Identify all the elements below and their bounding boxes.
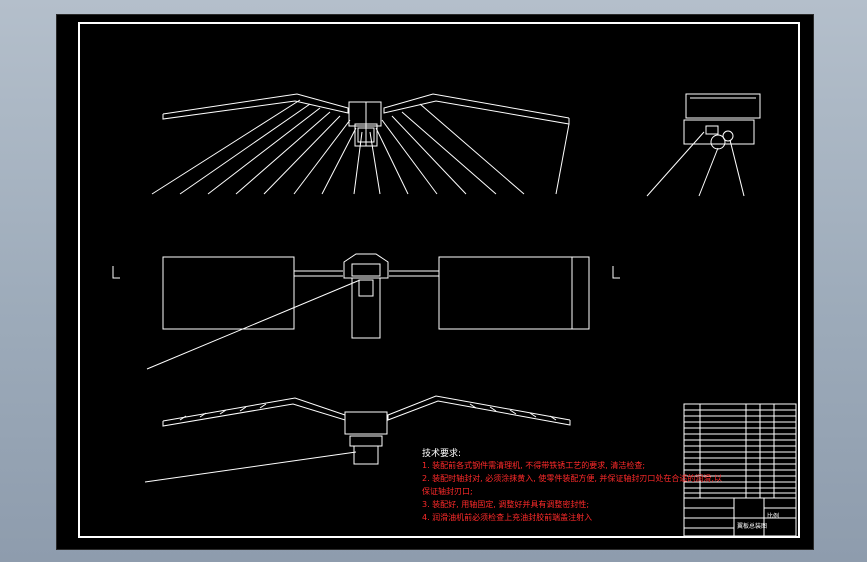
requirement-line-1: 1. 装配前各式钢件需清理机, 不得带铁锈工艺的要求, 清洁检查; (422, 461, 646, 470)
top-wing-assembly (151, 93, 570, 195)
side-detail-view (646, 93, 761, 197)
drawing-title: 翼板总装图 (737, 523, 768, 530)
drawing-border (78, 22, 800, 538)
plan-view (112, 253, 620, 370)
title-block (683, 497, 797, 537)
section-view (144, 395, 571, 483)
drawing-sheet (56, 14, 814, 550)
requirements-title: 技术要求: (422, 449, 462, 459)
requirement-line-5: 4. 润滑油机前必须检查上充油封胶前端盖注射入 (422, 513, 593, 522)
requirement-line-2: 2. 装配时轴封对, 必须涂抹黄入, 使零件装配方便, 并保证轴封刃口处在合适的… (422, 474, 722, 483)
parts-list-table (683, 403, 797, 499)
requirement-line-3: 保证轴封刃口; (422, 487, 473, 496)
requirement-line-4: 3. 装配好, 用轴固定, 调整好并具有调整密封性; (422, 500, 590, 509)
scale-label: 比例 (767, 513, 780, 520)
